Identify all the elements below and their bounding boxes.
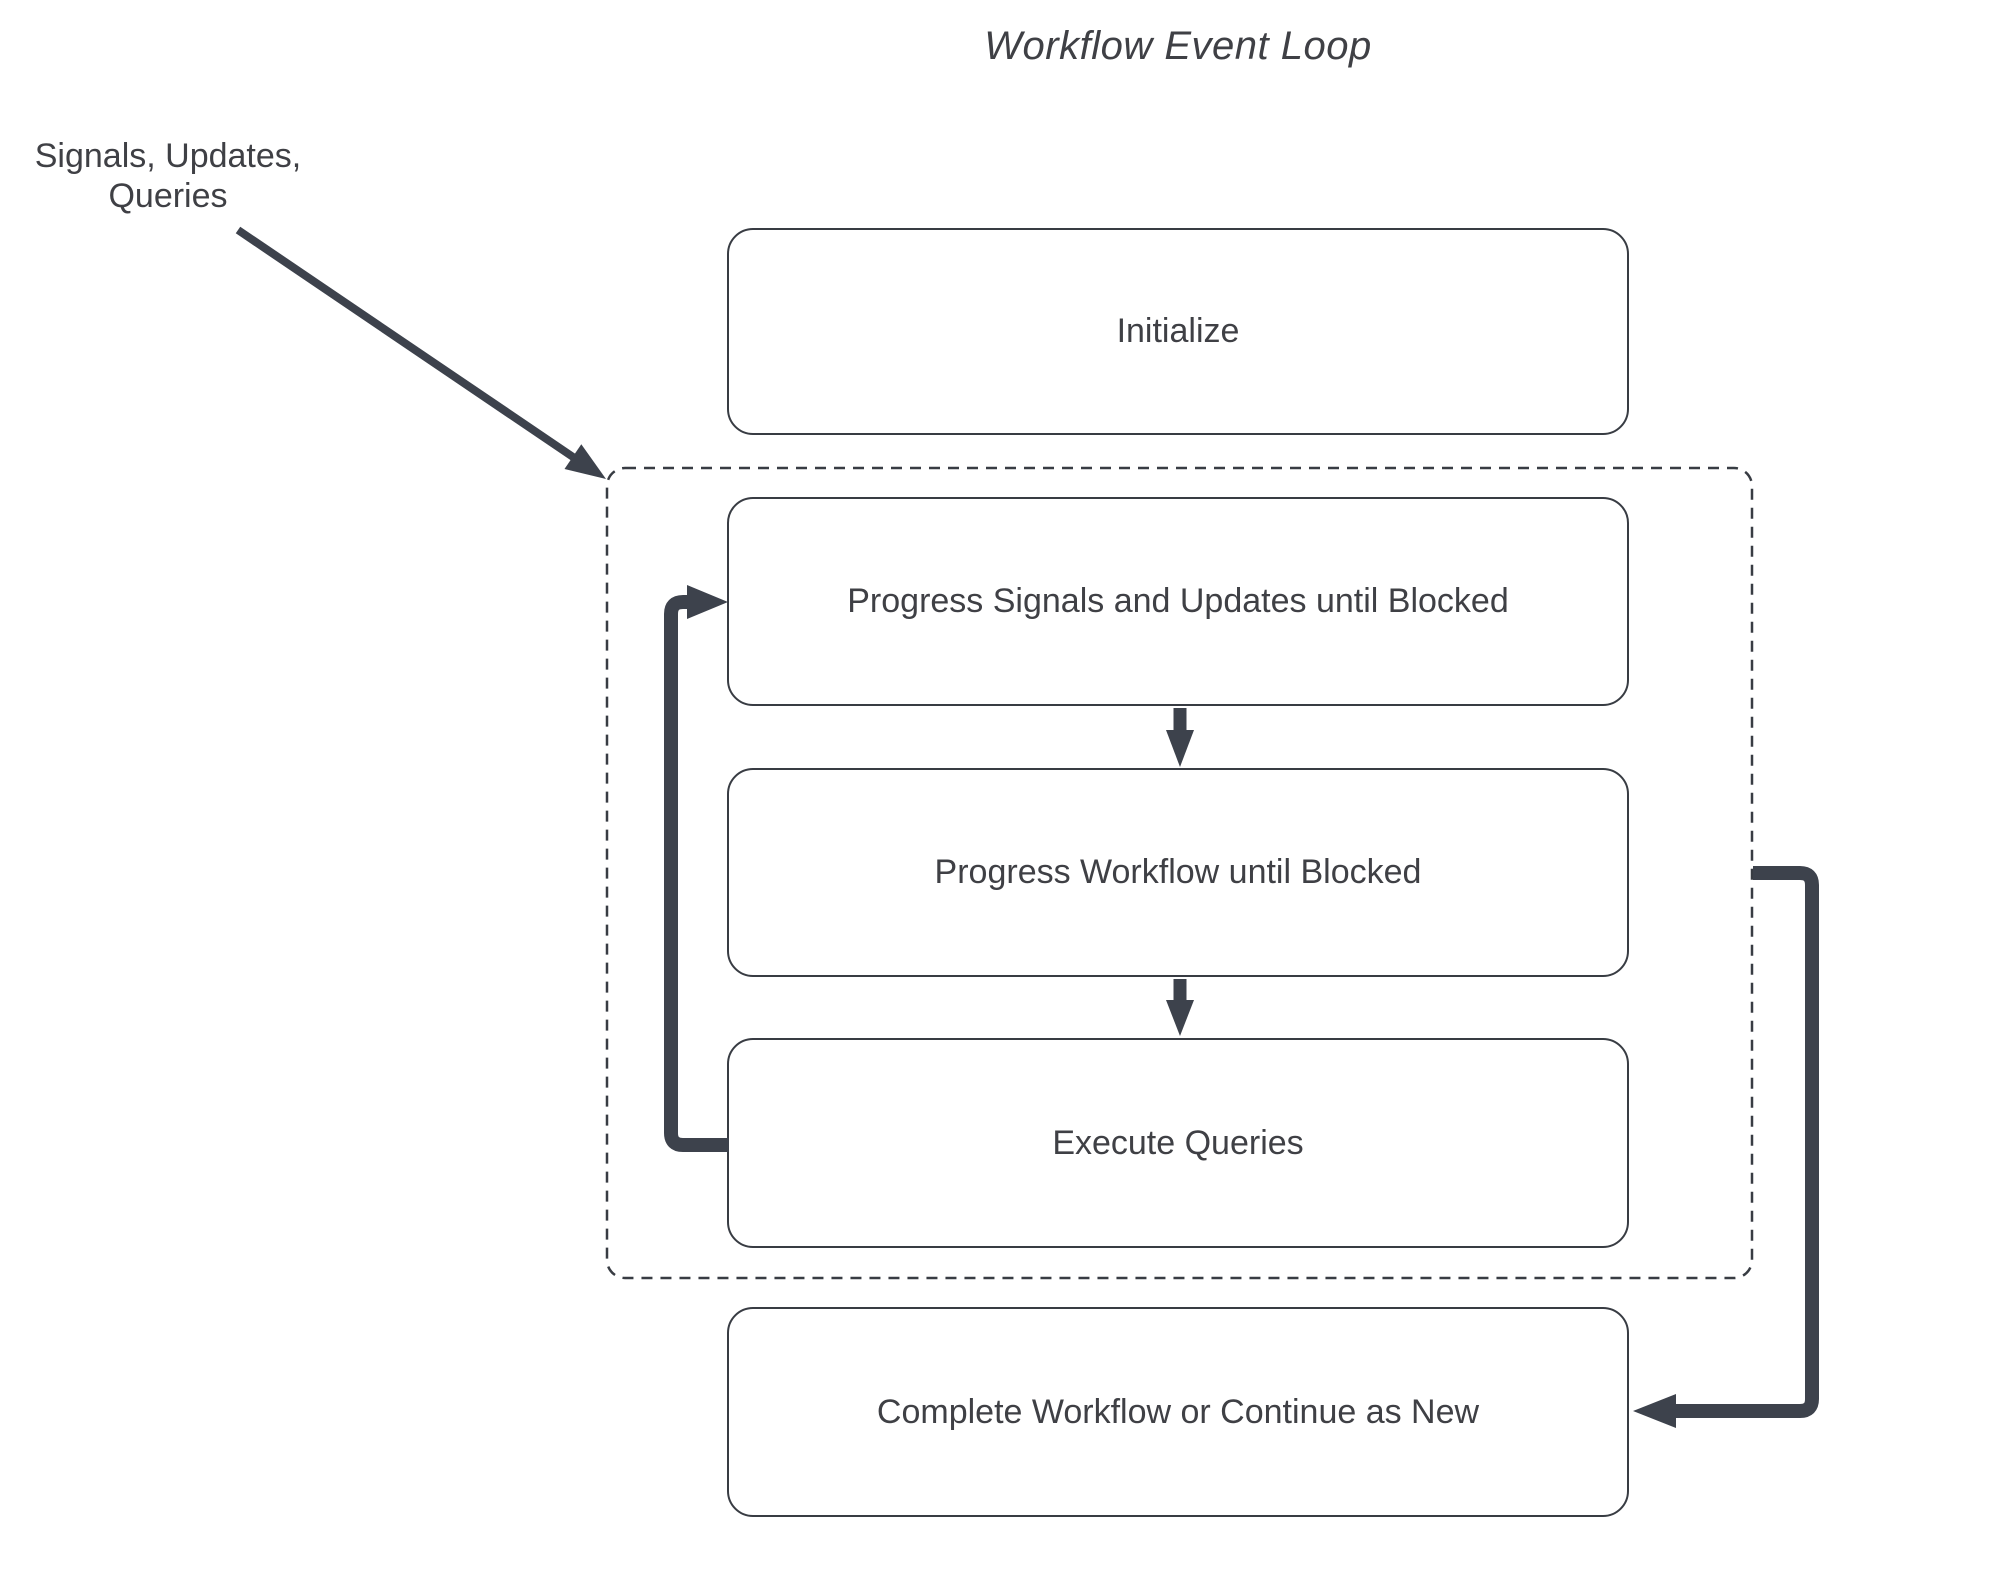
loop-back-arrow-icon bbox=[664, 585, 729, 1152]
node-execute-queries: Execute Queries bbox=[727, 1038, 1629, 1248]
down-arrow-icon-2 bbox=[1166, 979, 1194, 1036]
node-initialize-label: Initialize bbox=[1116, 312, 1240, 350]
node-progress-signals-updates-label: Progress Signals and Updates until Block… bbox=[847, 582, 1509, 620]
node-progress-signals-updates: Progress Signals and Updates until Block… bbox=[727, 497, 1629, 706]
node-progress-workflow: Progress Workflow until Blocked bbox=[727, 768, 1629, 977]
signals-updates-queries-label: Signals, Updates, Queries bbox=[34, 137, 302, 216]
node-execute-queries-label: Execute Queries bbox=[1052, 1123, 1304, 1162]
continue-as-new-arrow-icon bbox=[1633, 866, 1819, 1428]
node-complete-workflow-label: Complete Workflow or Continue as New bbox=[876, 1392, 1480, 1431]
node-initialize: Initialize bbox=[727, 228, 1629, 435]
diagram-title: Workflow Event Loop bbox=[984, 24, 1372, 68]
down-arrow-icon-1 bbox=[1166, 708, 1194, 767]
signals-input-arrow-icon bbox=[235, 226, 606, 479]
node-complete-workflow: Complete Workflow or Continue as New bbox=[727, 1307, 1629, 1517]
node-progress-workflow-label: Progress Workflow until Blocked bbox=[934, 853, 1422, 891]
